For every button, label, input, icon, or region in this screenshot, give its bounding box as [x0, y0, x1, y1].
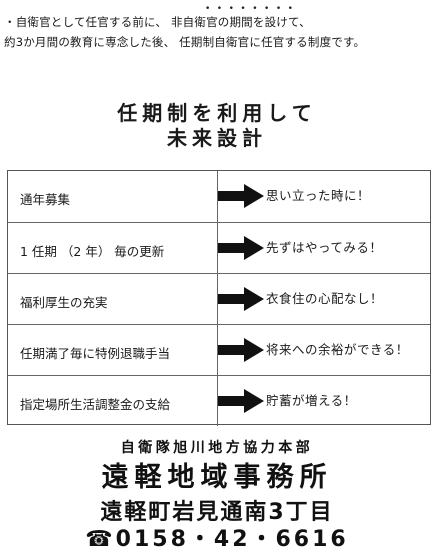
right-arrow-icon: [218, 184, 264, 208]
benefit-result: 貯蓄が増える！: [266, 393, 357, 408]
intro-line-2: 約3か月間の教育に専念した後、 任期制自衛官に任官する制度です。: [4, 35, 366, 49]
phone-number: ☎0158・42・6616: [85, 527, 349, 552]
right-arrow-icon: [218, 236, 264, 260]
benefit-feature: 1 任期 （2 年） 毎の更新: [20, 244, 165, 259]
benefits-table: 通年募集 思い立った時に！ 1 任期 （2 年） 毎の更新 先ずはやってみる！ …: [7, 170, 431, 426]
office-address: 遠軽町岩見通南3丁目: [100, 500, 334, 525]
right-arrow-icon: [218, 338, 264, 362]
benefit-feature: 通年募集: [20, 192, 71, 207]
benefit-row: 1 任期 （2 年） 毎の更新 先ずはやってみる！: [8, 222, 430, 273]
benefit-result: 思い立った時に！: [266, 188, 371, 203]
headline-line-2: 未来設計: [167, 126, 267, 150]
office-name: 遠軽地域事務所: [101, 462, 333, 493]
benefit-feature: 指定場所生活調整金の支給: [20, 397, 171, 412]
benefit-row: 通年募集 思い立った時に！: [8, 171, 430, 222]
benefit-result: 衣食住の心配なし！: [266, 291, 384, 306]
organization-name: 自衛隊旭川地方協力本部: [120, 440, 314, 456]
benefit-result: 先ずはやってみる！: [266, 240, 383, 255]
emphasis-dots: ••••••••: [205, 4, 300, 14]
benefit-row: 福利厚生の充実 衣食住の心配なし！: [8, 273, 430, 324]
benefit-result: 将来への余裕ができる！: [266, 342, 409, 357]
right-arrow-icon: [218, 389, 264, 413]
benefit-feature: 福利厚生の充実: [20, 295, 108, 310]
benefit-feature: 任期満了毎に特例退職手当: [20, 346, 171, 361]
benefit-row: 任期満了毎に特例退職手当 将来への余裕ができる！: [8, 324, 430, 375]
benefit-row: 指定場所生活調整金の支給 貯蓄が増える！: [8, 375, 430, 426]
intro-line-1: ・自衛官として任官する前に、 非自衛官の期間を設けて、: [4, 15, 311, 29]
headline-line-1: 任期制を利用して: [117, 101, 317, 125]
right-arrow-icon: [218, 287, 264, 311]
